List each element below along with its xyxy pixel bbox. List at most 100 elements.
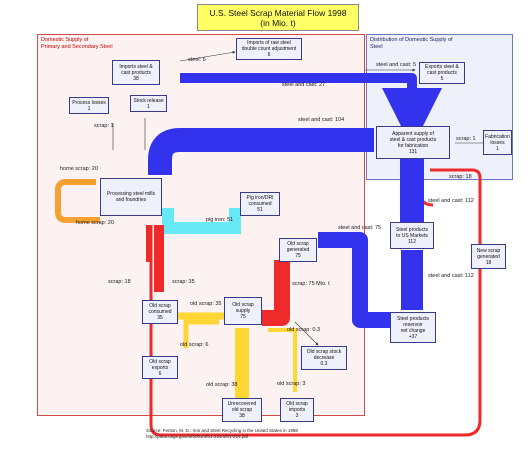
box-line: consumed	[148, 309, 172, 315]
box-value: 131	[408, 148, 418, 155]
box-value: +37	[408, 333, 418, 340]
box-value: 1	[496, 145, 499, 152]
steel-flows	[148, 73, 442, 328]
label-scrap-18-b: scrap: 18	[108, 279, 131, 285]
box-line: losses	[490, 139, 505, 146]
box-value: 38	[133, 75, 139, 82]
box-line: supply	[235, 308, 251, 314]
box-line: steel & cast products	[389, 136, 437, 143]
flow-home-scrap	[55, 179, 100, 223]
box-line: Steel products	[396, 226, 428, 233]
box-line: Process losses	[72, 99, 106, 106]
box-line: and foundries	[115, 197, 147, 203]
box-value: 5	[440, 76, 444, 82]
label-scrap-1-a: scrap: 1	[94, 123, 114, 129]
box-processing: Processing steel mills and foundries	[100, 178, 162, 216]
box-unrecovered: Unrecovered old scrap 38	[222, 398, 262, 422]
box-line: Processing steel mills	[106, 191, 156, 197]
flow-steel-cast-104	[148, 128, 374, 175]
box-line: double count adjustment	[241, 46, 297, 52]
box-value: 1	[87, 105, 91, 112]
box-line: Exports steel &	[425, 64, 459, 70]
box-line: for fabrication	[397, 142, 429, 149]
box-line: exports	[151, 364, 169, 371]
box-line: cast products	[427, 70, 457, 76]
box-value: 18	[485, 259, 492, 266]
box-line: Pig iron/DRI	[246, 195, 274, 201]
label-steel-cast-75: steel and cast: 75	[338, 225, 382, 231]
title-subline: (in Mio. t)	[260, 18, 296, 28]
box-value: 0.3	[320, 361, 328, 367]
box-line: old scrap	[231, 407, 253, 413]
box-new-scrap: New scrap generated 18	[471, 244, 506, 269]
source-citation: Source: Fenton, M. D.: Iron and Steel Re…	[146, 428, 298, 439]
box-line: generated	[477, 253, 500, 260]
box-line: Stock release	[133, 97, 164, 104]
box-stock-decrease: Old scrap stock decrease 0.3	[301, 346, 347, 370]
label-scrap-35: scrap: 35	[172, 279, 195, 285]
box-old-scrap-supply: Old scrap supply 75	[224, 297, 262, 325]
box-line: New scrap	[476, 247, 501, 254]
box-value: 38	[239, 413, 245, 419]
box-stock-release: Stock release 1	[130, 95, 167, 112]
box-exports-steel-cast: Exports steel & cast products 5	[419, 62, 465, 84]
label-steel-6: steel: 6	[188, 57, 206, 63]
region-label-line: Primary and Secondary Steel	[41, 43, 113, 50]
region-label-line: Distribution of Domestic Supply of	[370, 37, 453, 43]
box-fabrication-losses: Fabrication losses 1	[483, 130, 512, 155]
label-steel-cast-27: steel and cast: 27	[282, 82, 326, 88]
flow-old-scrap-6	[183, 319, 219, 348]
label-old-scrap-3: old scrap: 3	[277, 381, 306, 387]
box-line: consumed	[248, 201, 272, 207]
box-value: 75	[240, 314, 246, 320]
box-line: Old scrap	[287, 241, 309, 247]
label-pig-iron-51: pig iron: 51	[206, 217, 234, 223]
box-line: net change	[400, 327, 426, 334]
box-line: Old scrap	[149, 358, 171, 365]
region-label-line: Steel	[370, 43, 383, 50]
thin-connectors	[112, 50, 488, 346]
box-imports-steel-cast: Imports steel & cast products 38	[112, 60, 160, 85]
box-apparent-supply: Apparent supply of steel & cast products…	[376, 126, 450, 159]
box-pig-iron: Pig iron/DRI consumed 51	[240, 192, 280, 216]
box-line: to US Markets	[396, 232, 428, 239]
source-url: http://pubs.usgs.gov/of/2001/of01-224/of…	[146, 433, 249, 439]
box-value: 75	[295, 253, 301, 259]
diagram-title: U.S. Steel Scrap Material Flow 1998 (in …	[197, 4, 359, 31]
flow-steel-cast-75	[318, 232, 390, 328]
box-line: generated	[286, 247, 310, 253]
box-steel-reservoir: Steel products reservoir net change +37	[390, 312, 436, 343]
box-value: 51	[257, 207, 263, 213]
label-home-scrap-20-a: home scrap: 20	[60, 166, 98, 172]
box-value: 3	[295, 413, 299, 419]
box-line: imports	[288, 407, 306, 413]
box-steel-products-us: Steel products to US Markets 112	[390, 222, 434, 249]
box-line: cast products	[121, 69, 151, 76]
label-home-scrap-20-b: home scrap: 20	[76, 220, 114, 226]
flow-scrap-75	[262, 260, 290, 326]
label-old-scrap-0-3: old scrap: 0,3	[287, 327, 321, 333]
box-line: Old scrap	[286, 401, 308, 407]
flow-old-scrap-3	[268, 328, 297, 392]
flow-pig-iron	[162, 208, 241, 234]
label-scrap-1-b: scrap: 1	[456, 136, 476, 142]
flow-steel-cast-27	[180, 73, 442, 148]
box-line: Unrecovered	[227, 401, 257, 407]
box-old-scrap-exports: Old scrap exports 6	[142, 356, 178, 379]
box-line: Old scrap stock	[306, 349, 342, 355]
source-line: Source: Fenton, M. D.: Iron and Steel Re…	[146, 428, 298, 433]
box-line: Apparent supply of	[392, 130, 434, 137]
box-process-losses: Process losses 1	[69, 97, 109, 114]
box-line: Old scrap	[232, 302, 254, 308]
box-value: 112	[408, 238, 416, 245]
domestic-supply-region-label: Domestic Supply of Primary and Secondary…	[41, 37, 113, 50]
box-line: decrease	[313, 355, 335, 361]
box-line: Old scrap	[149, 303, 171, 309]
region-label-line: Domestic Supply of	[41, 37, 89, 43]
label-steel-cast-112-a: steel and cast: 112	[428, 198, 474, 204]
box-old-scrap-consumed: Old scrap consumed 35	[142, 300, 178, 324]
connector-stock-decrease	[294, 321, 319, 346]
flow-new-scrap-18	[149, 168, 482, 437]
title-line: U.S. Steel Scrap Material Flow 1998	[209, 8, 347, 18]
